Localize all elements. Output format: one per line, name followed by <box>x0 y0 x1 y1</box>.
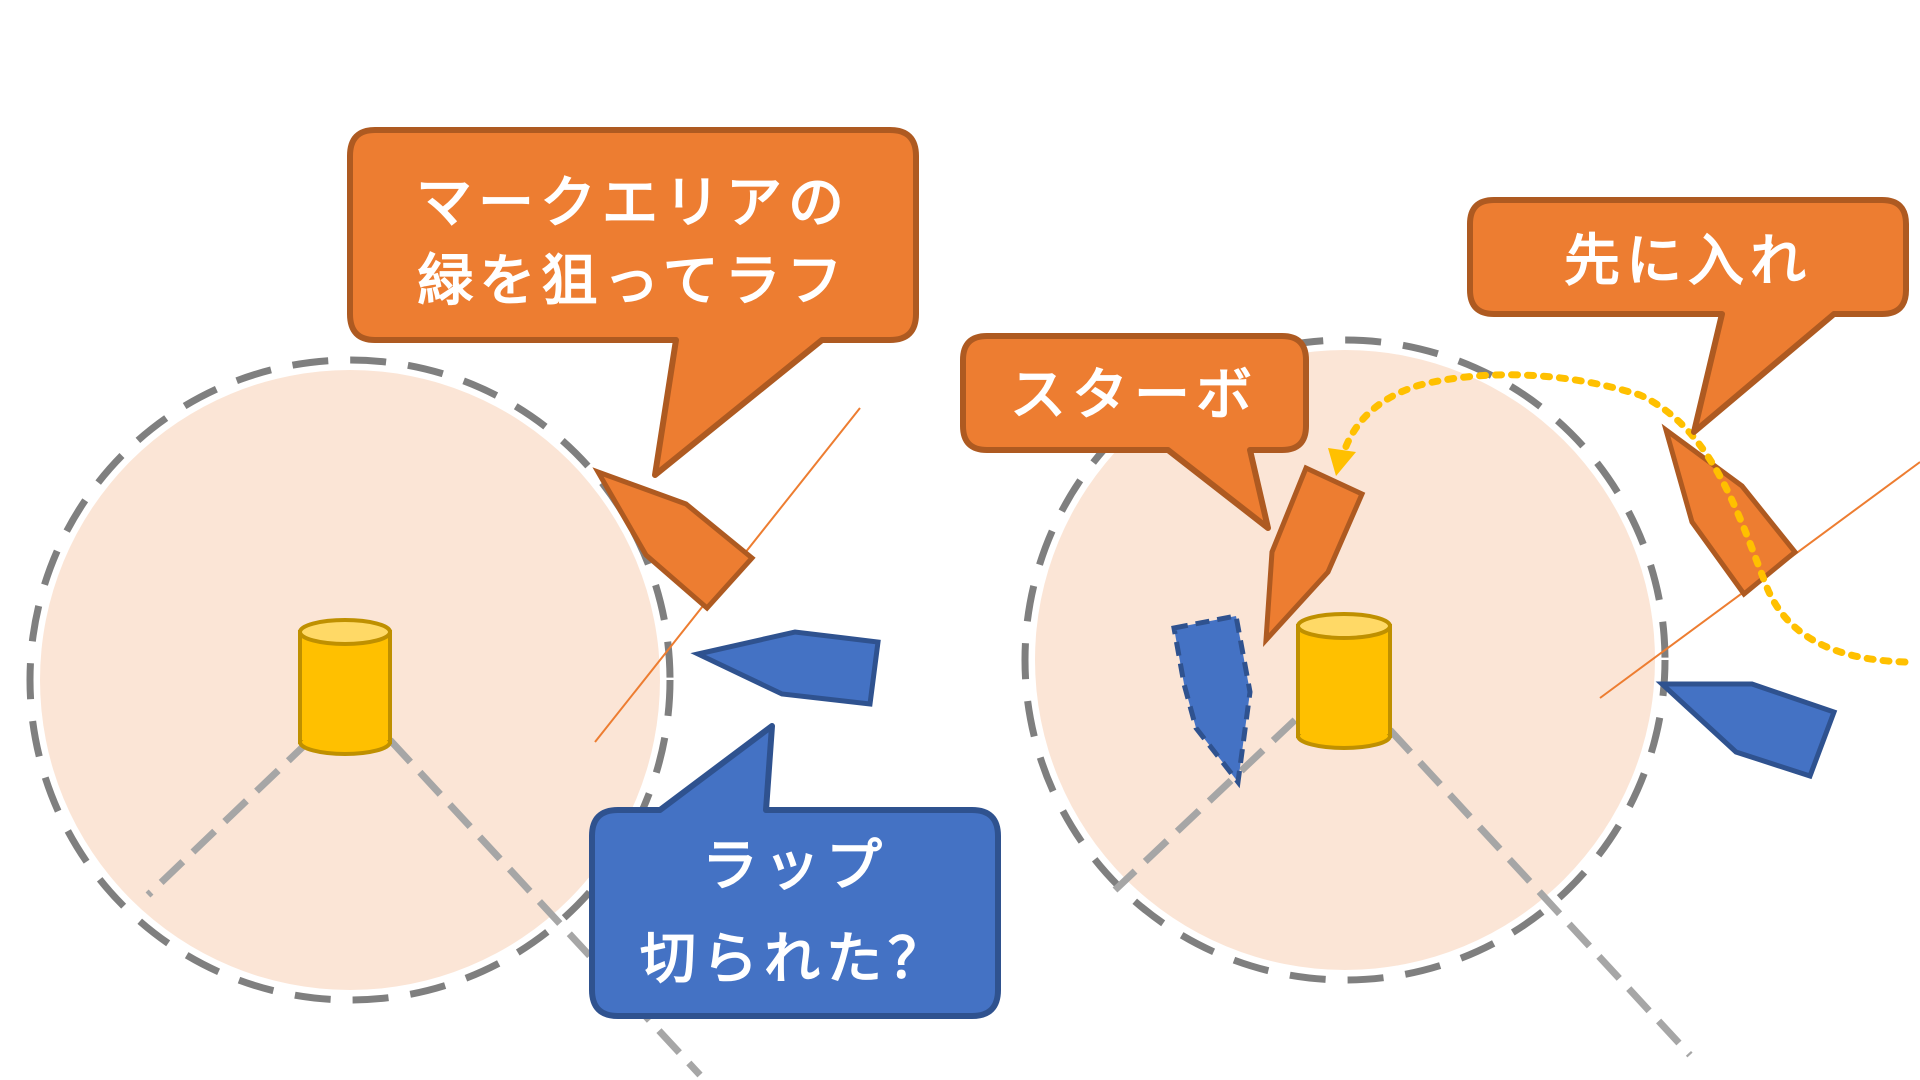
left-zone-boundary <box>26 356 674 1004</box>
course-arrow-head <box>1328 448 1356 476</box>
left-layline-port <box>145 737 313 898</box>
left-layline-starboard <box>387 737 703 1078</box>
right-blue-boat-ghost <box>1171 613 1253 789</box>
left-blue-boat <box>690 629 881 707</box>
right-orange-boat-starboard <box>1263 464 1366 647</box>
left-orange-boat <box>592 467 756 612</box>
left-orange-callout-line2: 緑を狙ってラフ <box>417 249 848 314</box>
right-layline-starboard <box>1387 727 1693 1058</box>
left-orange-callout: マークエリアの 緑を狙ってラフ <box>347 127 919 478</box>
right-orange-callout-small-text: スターボ <box>1010 363 1258 428</box>
left-blue-callout-line2: 切られた？ <box>640 927 950 992</box>
course-arrow <box>1338 371 1909 666</box>
right-orange-boat-entering <box>1661 423 1799 598</box>
left-scene: マークエリアの 緑を狙ってラフ ラップ 切られた？ <box>26 127 1001 1078</box>
right-zone-boundary <box>1021 336 1669 984</box>
left-orange-callout-line1: マークエリアの <box>416 171 850 236</box>
left-blue-callout: ラップ 切られた？ <box>589 723 1001 1019</box>
right-orange-callout-small: スターボ <box>960 333 1309 531</box>
right-blue-boat <box>1655 681 1838 780</box>
right-orange-callout-top-text: 先に入れ <box>1564 229 1812 294</box>
left-mark-buoy <box>298 618 392 756</box>
right-orange-callout-top: 先に入れ <box>1467 197 1909 435</box>
left-blue-callout-line1: ラップ <box>702 834 888 899</box>
right-scene: スターボ 先に入れ <box>960 197 1920 1058</box>
right-mark-buoy <box>1296 612 1392 750</box>
